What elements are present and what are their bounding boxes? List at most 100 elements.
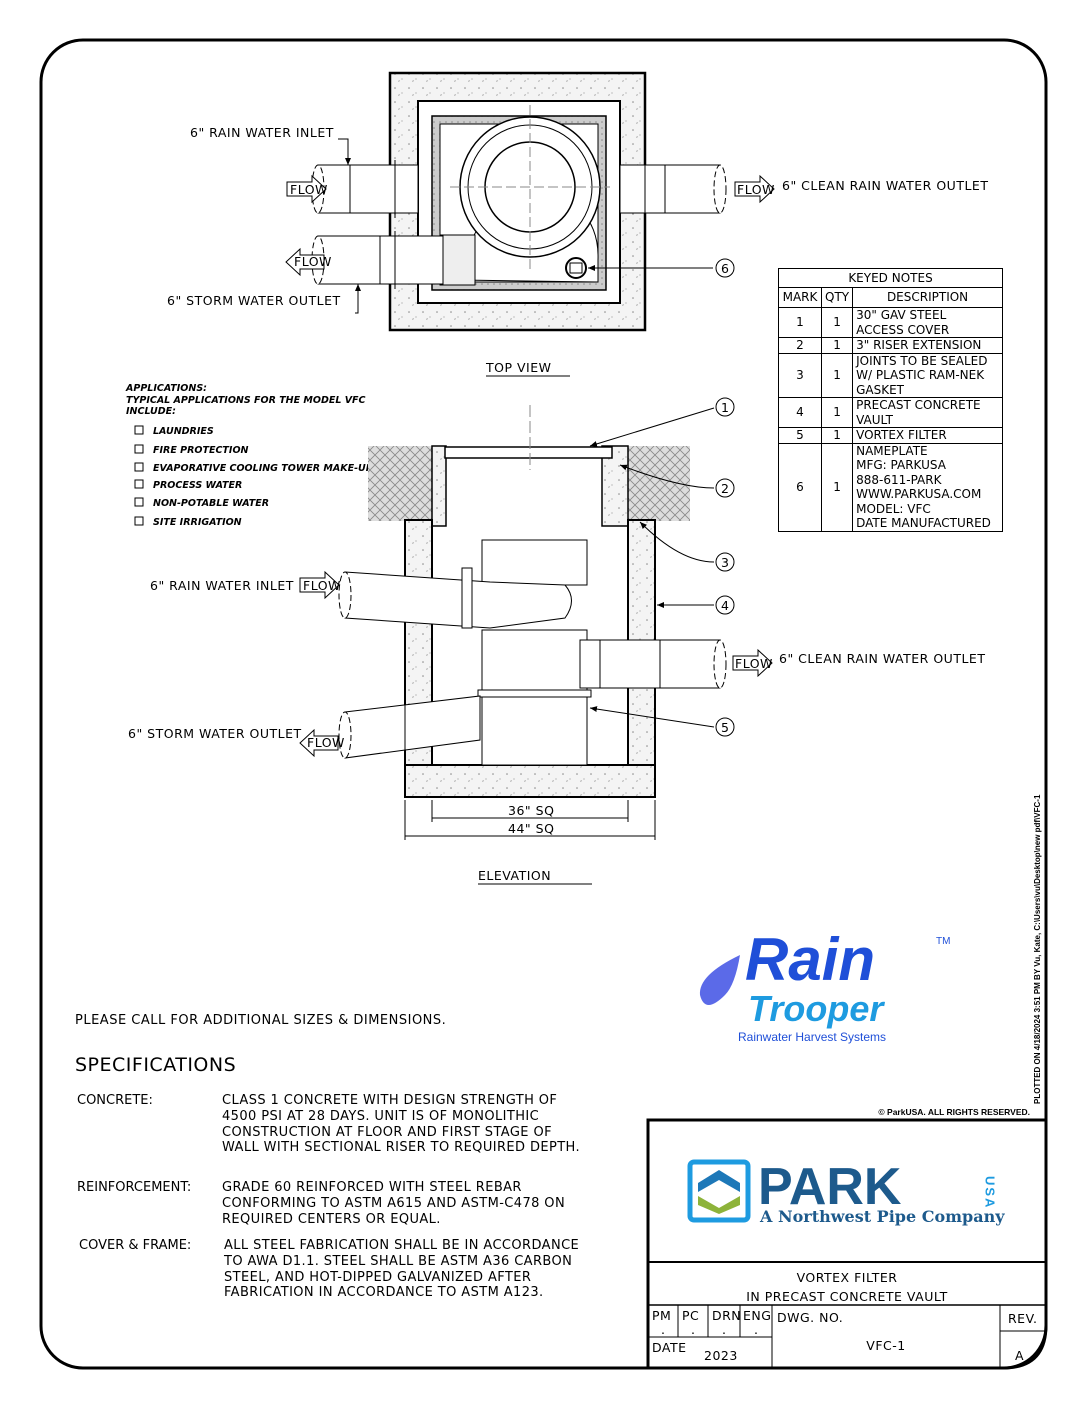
- flow-arrow-right: FLOW: [299, 570, 341, 600]
- applications-subheading: TYPICAL APPLICATIONS FOR THE MODEL VFC: [126, 395, 366, 406]
- label-rain-water-inlet: 6" RAIN WATER INLET: [190, 125, 334, 140]
- date-value: 2023: [704, 1348, 738, 1363]
- applications-subheading: INCLUDE:: [126, 406, 176, 417]
- date-label: DATE: [652, 1340, 687, 1355]
- drawing-title: VORTEX FILTER: [797, 1270, 898, 1285]
- pc-label: PC: [682, 1308, 699, 1323]
- callout-1: 1: [715, 397, 735, 417]
- label-storm-water-outlet: 6" STORM WATER OUTLET: [167, 293, 341, 308]
- flow-arrow-left: FLOW: [285, 247, 332, 277]
- keyed-notes-title: KEYED NOTES: [778, 268, 1003, 288]
- column-header: DESCRIPTION: [852, 287, 1003, 308]
- rev-value: A: [1015, 1348, 1024, 1363]
- callout-2: 2: [715, 478, 735, 498]
- spec-label-concrete: CONCRETE:: [77, 1093, 153, 1108]
- applications-list: LAUNDRIES FIRE PROTECTION EVAPORATIVE CO…: [134, 425, 373, 528]
- label-clean-rain-water-outlet: 6" CLEAN RAIN WATER OUTLET: [779, 651, 985, 666]
- svg-text:A Northwest Pipe Company: A Northwest Pipe Company: [759, 1207, 1005, 1226]
- drawing-subtitle: IN PRECAST CONCRETE VAULT: [746, 1289, 948, 1304]
- checkbox-icon: [134, 516, 144, 526]
- applications-heading: APPLICATIONS:: [125, 383, 207, 394]
- raindrop-icon: [699, 955, 740, 1005]
- copyright: © ParkUSA. ALL RIGHTS RESERVED.: [878, 1107, 1030, 1117]
- svg-text:6: 6: [721, 261, 729, 276]
- dimension-inner: 36" SQ: [508, 803, 554, 818]
- svg-text:PARK: PARK: [758, 1158, 902, 1216]
- flow-arrow-right: FLOW: [732, 648, 773, 678]
- eng-label: ENG: [743, 1308, 771, 1323]
- eng-value: .: [754, 1322, 758, 1337]
- pm-value: .: [661, 1322, 665, 1337]
- svg-text:EVAPORATIVE COOLING TOWER MAKE: EVAPORATIVE COOLING TOWER MAKE-UP: [153, 463, 373, 474]
- svg-text:FLOW: FLOW: [303, 578, 341, 593]
- flow-arrow-right: FLOW: [734, 174, 775, 204]
- svg-text:FIRE PROTECTION: FIRE PROTECTION: [153, 445, 249, 456]
- svg-text:Rainwater Harvest Systems: Rainwater Harvest Systems: [738, 1030, 886, 1044]
- flow-arrow-left: FLOW: [299, 728, 345, 758]
- svg-text:Rain: Rain: [745, 926, 875, 993]
- svg-text:SITE IRRIGATION: SITE IRRIGATION: [153, 517, 242, 528]
- svg-text:TM: TM: [936, 936, 950, 947]
- rain-trooper-logo: Rain TM Trooper Rainwater Harvest System…: [699, 926, 950, 1044]
- dimension-outer: 44" SQ: [508, 821, 554, 836]
- checkbox-icon: [134, 479, 144, 489]
- svg-text:FLOW: FLOW: [294, 254, 332, 269]
- spec-text-concrete: CLASS 1 CONCRETE WITH DESIGN STRENGTH OF…: [222, 1093, 581, 1156]
- callout-5: 5: [715, 717, 735, 737]
- callout-4: 4: [715, 595, 735, 615]
- svg-text:1: 1: [721, 400, 729, 415]
- checkbox-icon: [134, 497, 144, 507]
- parkusa-logo: PARK USA A Northwest Pipe Company: [687, 1158, 1005, 1226]
- drn-value: .: [722, 1322, 726, 1337]
- pc-value: .: [691, 1322, 695, 1337]
- svg-text:2: 2: [721, 481, 729, 496]
- title-block: [646, 1118, 1048, 1370]
- dwg-no-label: DWG. NO.: [777, 1310, 843, 1325]
- svg-text:Trooper: Trooper: [748, 988, 885, 1029]
- additional-sizes-note: PLEASE CALL FOR ADDITIONAL SIZES & DIMEN…: [75, 1013, 447, 1028]
- sheet-border: [39, 38, 1048, 1370]
- svg-text:PROCESS WATER: PROCESS WATER: [153, 480, 242, 491]
- column-header: MARK: [778, 287, 822, 308]
- label-storm-water-outlet: 6" STORM WATER OUTLET: [128, 726, 302, 741]
- svg-text:NON-POTABLE WATER: NON-POTABLE WATER: [153, 498, 269, 509]
- elevation-drawing: [338, 405, 727, 840]
- svg-text:5: 5: [721, 720, 729, 735]
- drn-label: DRN: [712, 1308, 741, 1323]
- svg-text:4: 4: [721, 598, 729, 613]
- spec-label-reinforcement: REINFORCEMENT:: [77, 1180, 192, 1195]
- checkbox-icon: [134, 462, 144, 472]
- column-header: QTY: [820, 287, 854, 308]
- callout-3: 3: [715, 552, 735, 572]
- callout-6: 6: [715, 258, 735, 278]
- svg-text:FLOW: FLOW: [737, 182, 775, 197]
- svg-text:3: 3: [721, 555, 729, 570]
- spec-text-cover-frame: ALL STEEL FABRICATION SHALL BE IN ACCORD…: [224, 1238, 580, 1301]
- spec-label-cover-frame: COVER & FRAME:: [79, 1238, 192, 1253]
- spec-text-reinforcement: GRADE 60 REINFORCED WITH STEEL REBAR CON…: [222, 1180, 566, 1227]
- svg-text:FLOW: FLOW: [307, 735, 345, 750]
- top-view-drawing: [311, 71, 727, 332]
- top-view-title: TOP VIEW: [485, 360, 551, 375]
- pm-label: PM: [652, 1308, 671, 1323]
- label-rain-water-inlet: 6" RAIN WATER INLET: [150, 578, 294, 593]
- flow-arrow-right: FLOW: [286, 174, 327, 204]
- svg-text:FLOW: FLOW: [735, 656, 773, 671]
- checkbox-icon: [134, 425, 144, 435]
- label-clean-rain-water-outlet: 6" CLEAN RAIN WATER OUTLET: [782, 178, 988, 193]
- plot-stamp: PLOTTED ON 4/18/2024 3:51 PM BY Vu, Kate…: [1033, 794, 1042, 1104]
- dwg-no-value: VFC-1: [866, 1338, 905, 1353]
- checkbox-icon: [134, 444, 144, 454]
- svg-text:USA: USA: [983, 1176, 998, 1209]
- svg-text:LAUNDRIES: LAUNDRIES: [153, 426, 214, 437]
- rev-label: REV.: [1008, 1311, 1038, 1326]
